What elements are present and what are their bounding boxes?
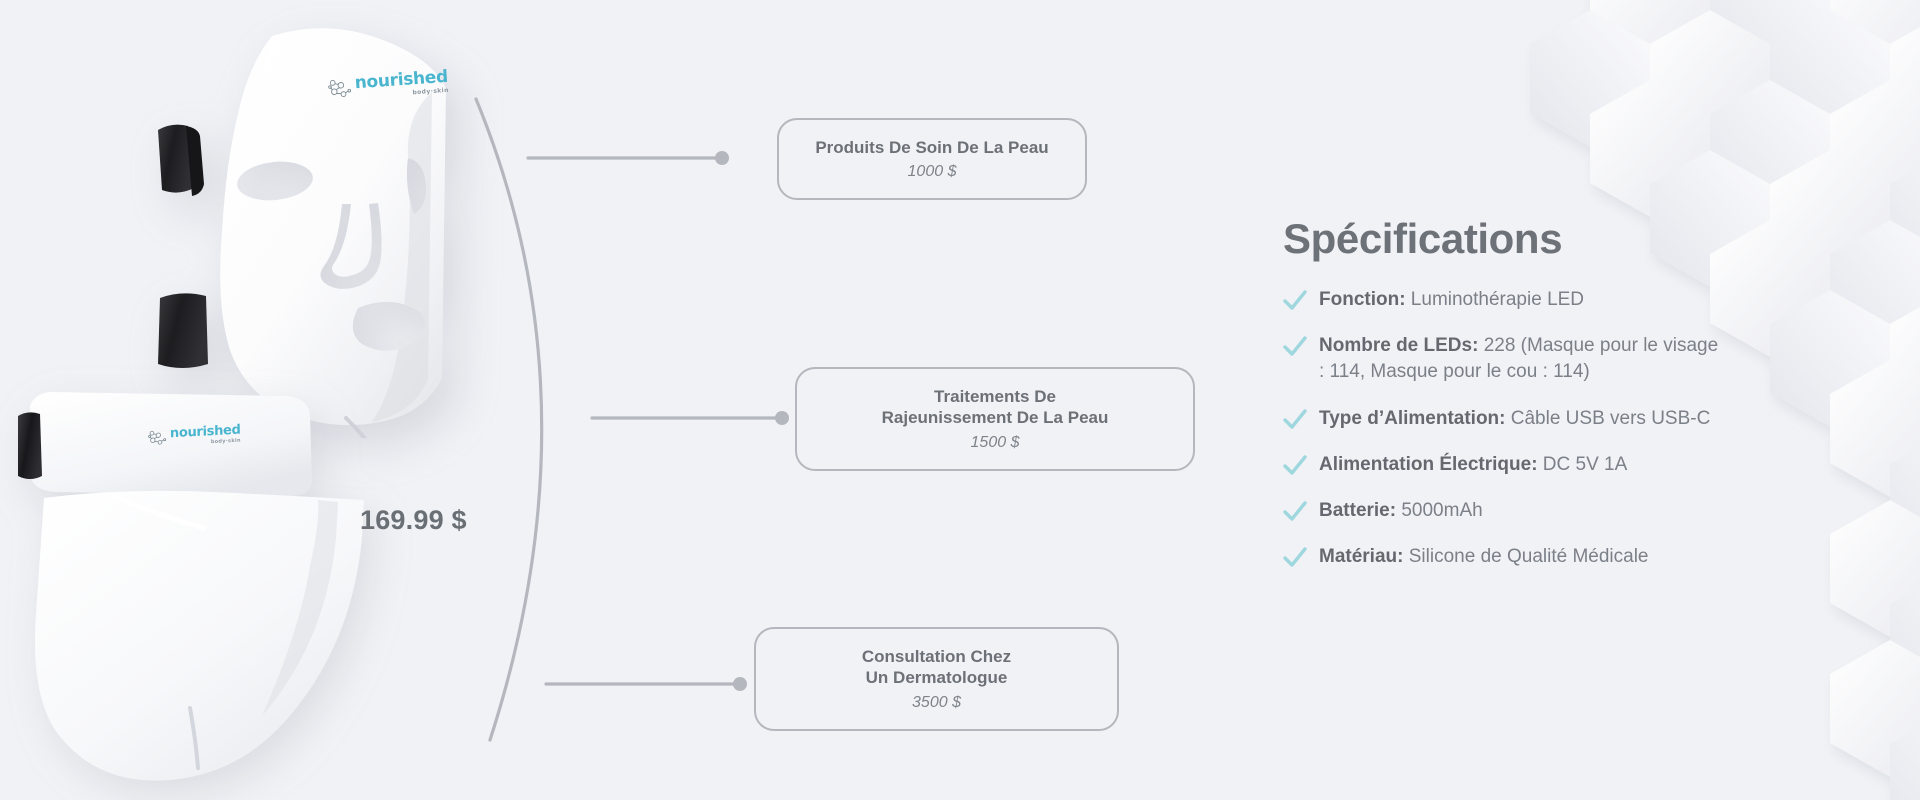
neck-strap bbox=[18, 412, 42, 479]
check-icon bbox=[1283, 336, 1307, 356]
led-neck-mask-image: nourished body·skin bbox=[8, 390, 398, 790]
callout-title: Produits De Soin De La Peau bbox=[815, 137, 1049, 157]
connector-dot-2 bbox=[775, 411, 789, 425]
spec-label: Type d’Alimentation: bbox=[1319, 407, 1506, 429]
check-icon bbox=[1283, 408, 1307, 429]
mask-strap-lower bbox=[158, 293, 208, 368]
spec-value: Silicone de Qualité Médicale bbox=[1403, 546, 1649, 568]
check-icon bbox=[1283, 501, 1307, 521]
callout-skincare-products[interactable]: Produits De Soin De La Peau 1000 $ bbox=[777, 118, 1087, 200]
spec-label: Nombre de LEDs: bbox=[1319, 335, 1479, 357]
callout-title: Consultation Chez Un Dermatologue bbox=[861, 646, 1012, 688]
spec-value: 5000mAh bbox=[1396, 500, 1483, 522]
check-icon bbox=[1283, 455, 1307, 475]
spec-item-alimentation-electrique: Alimentation Électrique: DC 5V 1A bbox=[1283, 452, 1883, 478]
callout-rejuvenation-treatments[interactable]: Traitements De Rajeunissement De La Peau… bbox=[795, 367, 1195, 471]
mask-strap-upper bbox=[158, 124, 204, 196]
spec-label: Batterie: bbox=[1319, 500, 1397, 522]
spec-item-materiau: Matériau: Silicone de Qualité Médicale bbox=[1283, 544, 1883, 570]
specifications-list: Fonction: Luminothérapie LED Nombre de L… bbox=[1283, 287, 1883, 571]
spec-value: 228 (Masque pour le visage : 114, Masque… bbox=[1319, 335, 1719, 383]
spec-label: Matériau: bbox=[1319, 546, 1404, 568]
spec-value: Luminothérapie LED bbox=[1405, 289, 1585, 310]
check-icon bbox=[1283, 290, 1307, 310]
spec-text: Type d’Alimentation: Câble USB vers USB-… bbox=[1319, 406, 1710, 432]
callout-dermatologist-consultation[interactable]: Consultation Chez Un Dermatologue 3500 $ bbox=[754, 627, 1119, 731]
spec-item-batterie: Batterie: 5000mAh bbox=[1283, 498, 1883, 524]
spec-value: DC 5V 1A bbox=[1537, 453, 1628, 475]
product-image-group: nourished body·skin bbox=[0, 0, 560, 800]
spec-value: Câble USB vers USB-C bbox=[1505, 407, 1711, 429]
callout-title: Traitements De Rajeunissement De La Peau bbox=[881, 386, 1109, 428]
spec-text: Matériau: Silicone de Qualité Médicale bbox=[1319, 544, 1649, 570]
product-price: 169.99 $ bbox=[360, 505, 467, 535]
spec-item-type-alimentation: Type d’Alimentation: Câble USB vers USB-… bbox=[1283, 406, 1883, 432]
connector-dot-1 bbox=[715, 151, 729, 165]
spec-label: Fonction: bbox=[1319, 289, 1406, 310]
callout-price: 1000 $ bbox=[907, 163, 957, 181]
spec-text: Fonction: Luminothérapie LED bbox=[1319, 287, 1584, 313]
led-face-mask-image: nourished body·skin bbox=[150, 18, 490, 442]
spec-text: Alimentation Électrique: DC 5V 1A bbox=[1319, 452, 1627, 478]
specifications-title: Spécifications bbox=[1283, 215, 1563, 262]
spec-item-nombre-de-leds: Nombre de LEDs: 228 (Masque pour le visa… bbox=[1283, 333, 1883, 385]
specifications-panel: Spécifications Fonction: Luminothérapie … bbox=[1283, 215, 1883, 591]
connector-dot-3 bbox=[733, 677, 747, 691]
callout-price: 1500 $ bbox=[970, 434, 1020, 452]
callout-price: 3500 $ bbox=[912, 694, 961, 712]
spec-text: Nombre de LEDs: 228 (Masque pour le visa… bbox=[1319, 333, 1719, 385]
spec-label: Alimentation Électrique: bbox=[1319, 453, 1538, 475]
spec-text: Batterie: 5000mAh bbox=[1319, 498, 1483, 524]
spec-item-fonction: Fonction: Luminothérapie LED bbox=[1283, 287, 1883, 313]
check-icon bbox=[1283, 547, 1307, 568]
